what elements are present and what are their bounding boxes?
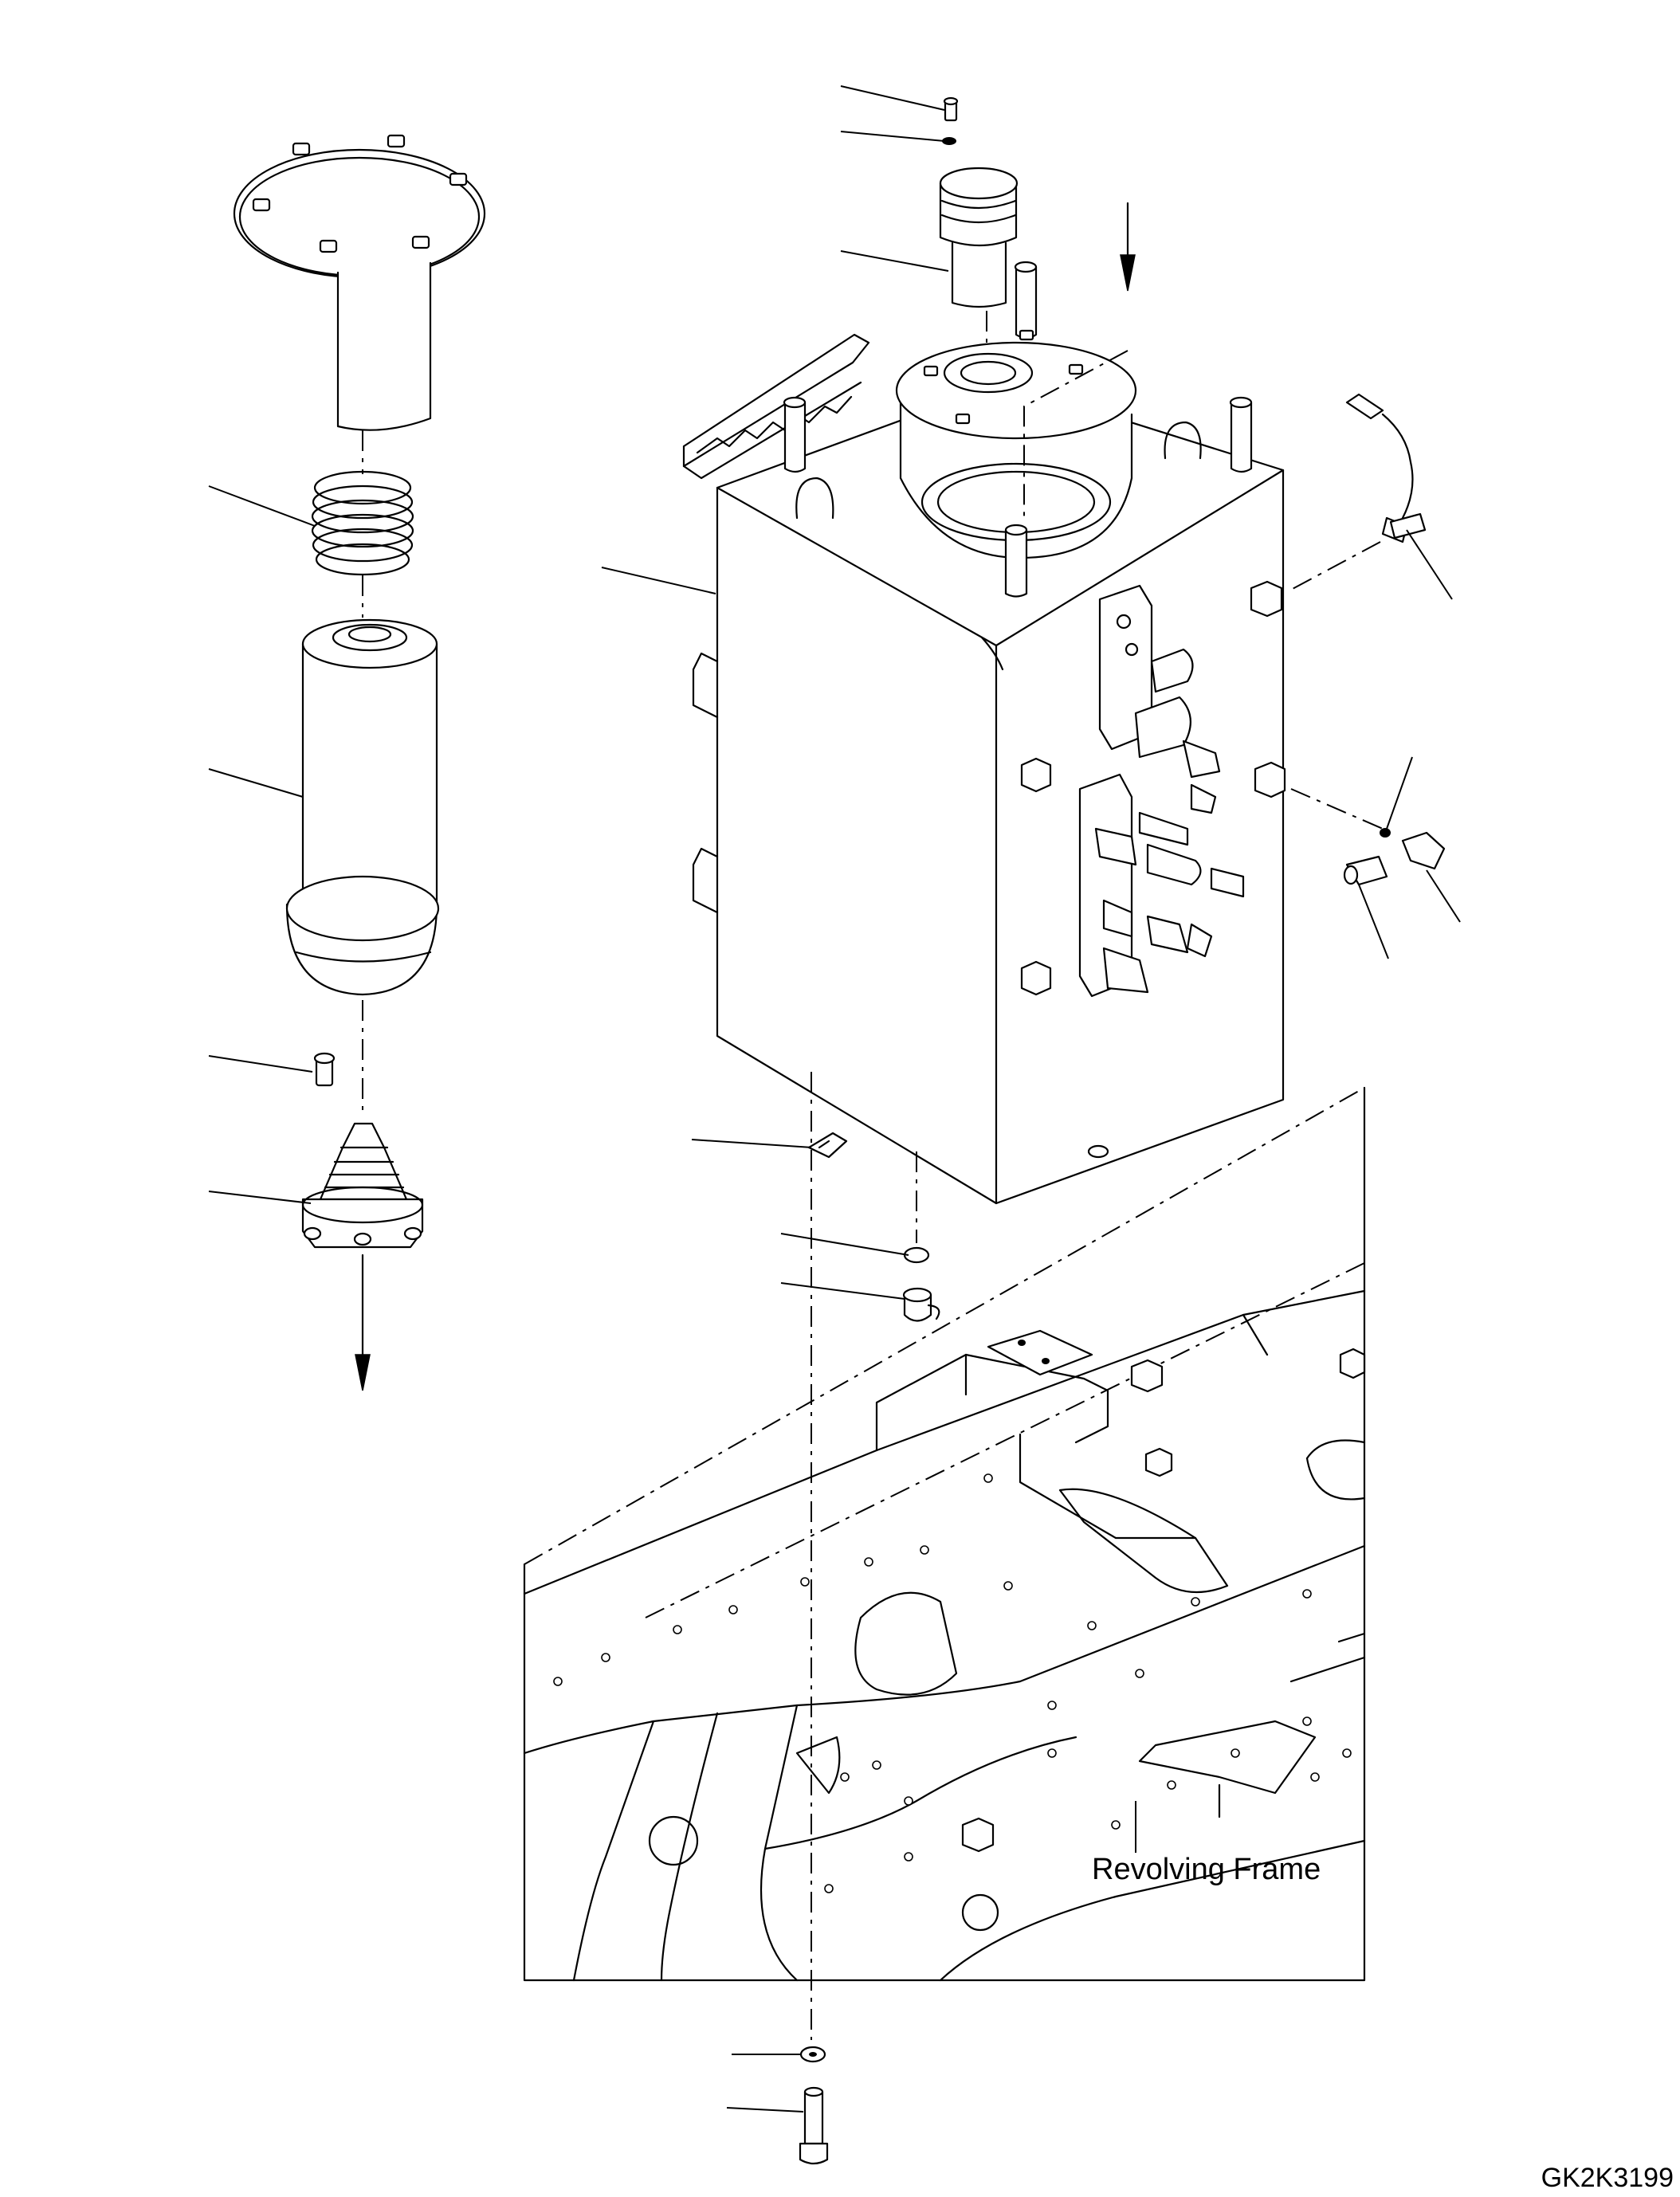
manifold-fittings — [1078, 584, 1245, 998]
tank-cover-flange — [233, 134, 486, 279]
mounting-bolt — [799, 2086, 829, 2165]
pressure-sensor — [1290, 788, 1446, 886]
revolving-frame — [523, 1086, 1366, 1982]
clip-plate — [807, 1132, 848, 1159]
mounting-washer — [799, 2046, 826, 2063]
breather-screw — [943, 96, 959, 122]
drawing-code: GK2K3199 — [1541, 2163, 1674, 2193]
filter-spring — [311, 470, 414, 576]
filter-element — [285, 618, 440, 996]
socket-bolt — [313, 1052, 336, 1087]
air-breather — [939, 167, 1019, 308]
down-arrow-top — [1120, 202, 1136, 292]
breather-washer — [942, 137, 956, 145]
leader-lines — [208, 85, 1461, 2113]
cover-standpipe — [336, 261, 432, 431]
down-arrow-left — [355, 1253, 371, 1391]
strainer-cone — [301, 1122, 424, 1249]
hydraulic-tank — [682, 261, 1286, 1205]
level-sensor-cable — [1290, 393, 1427, 590]
drain-plug — [902, 1287, 940, 1322]
revolving-frame-label: Revolving Frame — [1092, 1853, 1321, 1886]
